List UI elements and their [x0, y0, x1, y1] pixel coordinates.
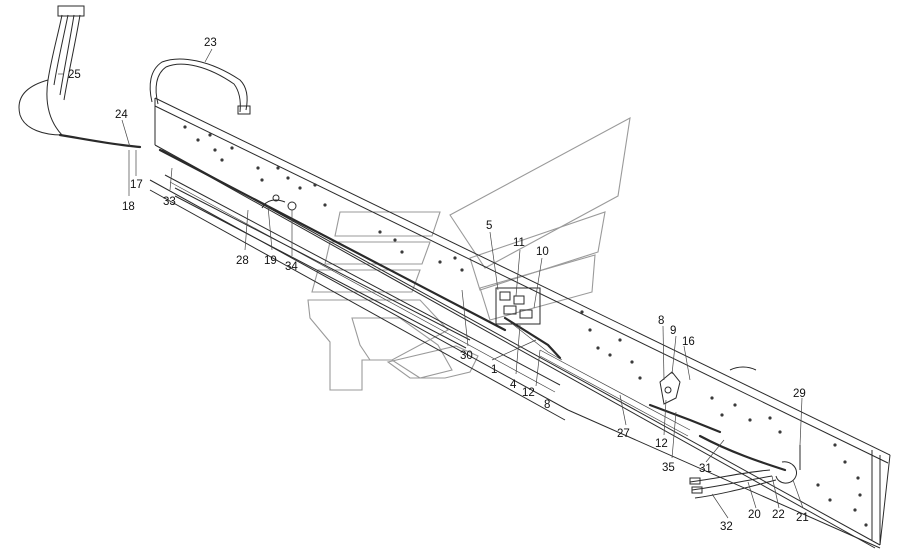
frame-holes [183, 125, 868, 527]
callout-24: 24 [115, 109, 128, 121]
callout-17: 17 [130, 179, 143, 191]
junction-block [495, 287, 563, 361]
callout-31: 31 [699, 463, 712, 475]
callout-20: 20 [748, 509, 761, 521]
callout-34: 34 [285, 261, 298, 273]
callout-22: 22 [772, 509, 785, 521]
callout-8-right: 8 [658, 315, 664, 327]
callout-11: 11 [513, 237, 525, 249]
callout-33: 33 [163, 196, 176, 208]
callout-4: 4 [510, 379, 517, 391]
cable-23 [149, 58, 251, 115]
callout-labels: 23 25 24 17 18 33 28 19 34 5 11 10 30 1 … [68, 37, 809, 533]
watermark-logo [307, 116, 631, 391]
callout-10: 10 [536, 246, 549, 258]
callout-21: 21 [796, 512, 809, 524]
cable-16 [729, 366, 757, 371]
leader-lines [58, 48, 804, 519]
callout-35: 35 [662, 462, 675, 474]
callout-30: 30 [460, 350, 473, 362]
bracket-8-9 [648, 371, 722, 434]
callout-9: 9 [670, 325, 676, 337]
callout-12-right: 12 [655, 438, 668, 450]
cable-25 [18, 5, 142, 149]
callout-1: 1 [491, 364, 497, 376]
callout-12: 12 [522, 387, 535, 399]
callout-18: 18 [122, 201, 135, 213]
callout-28: 28 [236, 255, 249, 267]
callout-5: 5 [486, 220, 492, 232]
callout-32: 32 [720, 521, 733, 533]
connector-19-34 [261, 194, 297, 211]
callout-16: 16 [682, 336, 695, 348]
callout-25: 25 [68, 69, 81, 81]
rear-harness [689, 434, 801, 499]
callout-29: 29 [793, 388, 806, 400]
callout-23: 23 [204, 37, 217, 49]
callout-8: 8 [544, 399, 550, 411]
callout-27: 27 [617, 428, 630, 440]
callout-19: 19 [264, 255, 277, 267]
